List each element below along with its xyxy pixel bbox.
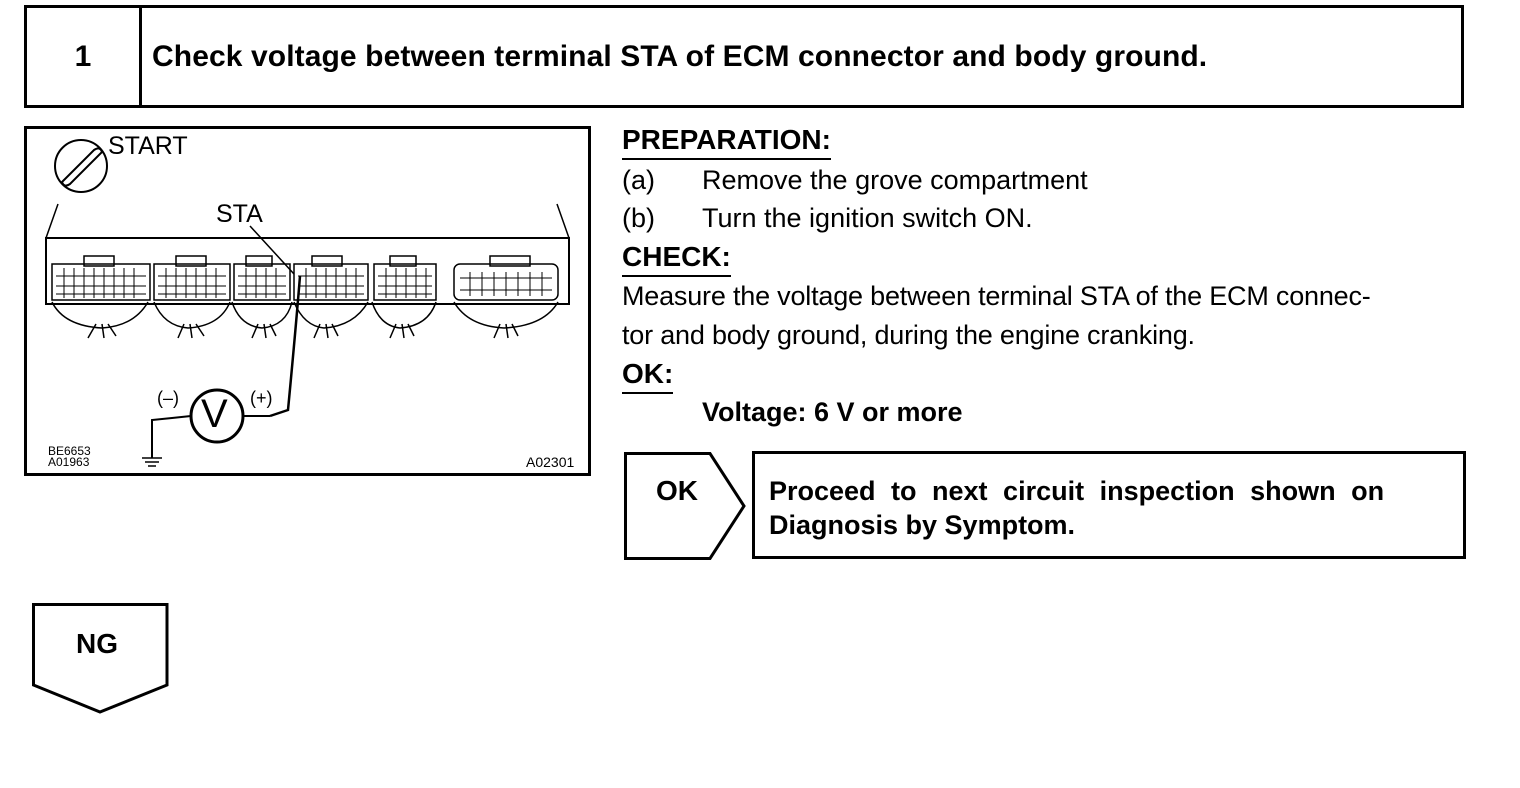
preparation-heading: PREPARATION:	[622, 124, 831, 160]
item-text: Remove the grove compartment	[702, 165, 1088, 195]
check-text-line-2: tor and body ground, during the engine c…	[622, 320, 1195, 350]
reference-code-2: A01963	[48, 455, 90, 469]
ok-result-box: Proceed to next circuit inspection shown…	[752, 451, 1466, 559]
step-number: 1	[27, 8, 142, 105]
preparation-item: (b) Turn the ignition switch ON.	[622, 203, 1033, 234]
voltmeter-symbol: V	[201, 392, 228, 436]
check-heading: CHECK:	[622, 241, 731, 277]
ok-spec-heading: OK:	[622, 358, 674, 394]
voltmeter-icon	[151, 388, 270, 458]
preparation-item: (a) Remove the grove compartment	[622, 165, 1088, 196]
sta-terminal-label: STA	[216, 200, 263, 228]
ok-arrow-box	[624, 452, 746, 560]
ng-branch-label: NG	[76, 628, 118, 659]
ok-spec-value: Voltage: 6 V or more	[702, 397, 963, 427]
ok-spec-heading-text: OK:	[622, 358, 674, 394]
ng-arrow-box	[32, 603, 169, 714]
ok-branch-label: OK	[656, 475, 698, 506]
step-header: 1 Check voltage between terminal STA of …	[24, 5, 1464, 108]
start-label: START	[108, 132, 188, 160]
check-text-line-1: Measure the voltage between terminal STA…	[622, 281, 1371, 311]
check-heading-text: CHECK:	[622, 241, 731, 277]
ecm-connector-diagram: START STA (–) (+) V BE6653 A01963 A02301	[24, 126, 591, 476]
wire-harness	[51, 301, 559, 339]
reference-code-1: BE6653	[48, 444, 91, 458]
item-text: Turn the ignition switch ON.	[702, 203, 1033, 233]
item-marker: (a)	[622, 165, 655, 195]
positive-probe-label: (+)	[250, 388, 273, 408]
figure-id: A02301	[526, 454, 575, 470]
negative-probe-label: (–)	[157, 388, 179, 408]
ignition-key-icon	[54, 139, 108, 193]
ok-result-line-2: Diagnosis by Symptom.	[769, 510, 1076, 540]
step-title: Check voltage between terminal STA of EC…	[152, 39, 1208, 73]
diagram-drawing	[24, 126, 591, 476]
ecm-connector-housing	[45, 203, 570, 305]
ok-result-line-1: Proceed to next circuit inspection shown…	[769, 476, 1385, 506]
preparation-heading-text: PREPARATION:	[622, 124, 831, 160]
item-marker: (b)	[622, 203, 655, 233]
ground-icon	[142, 457, 162, 467]
